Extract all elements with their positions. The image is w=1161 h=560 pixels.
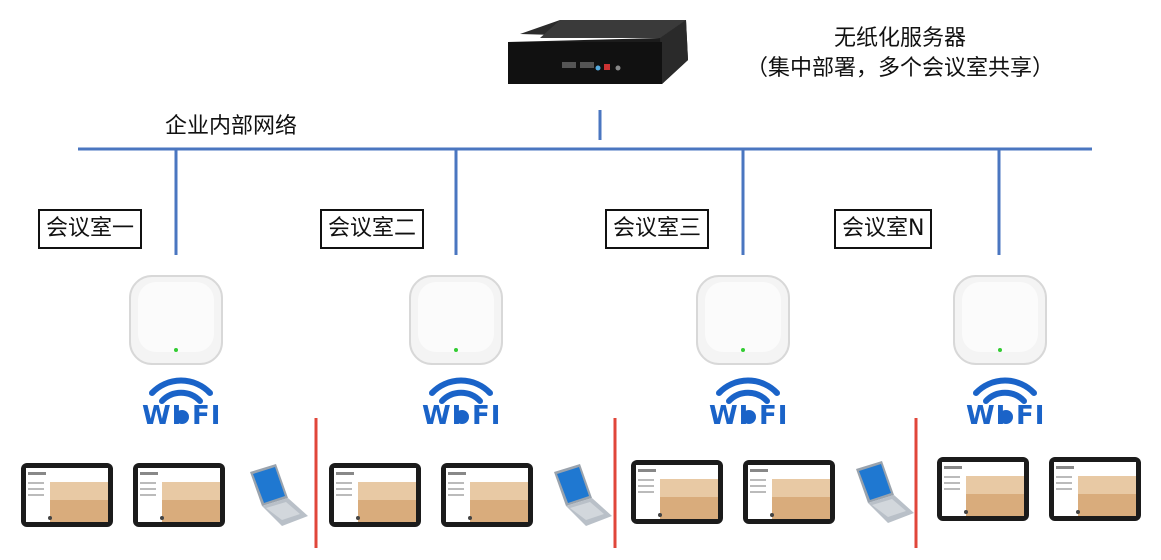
access-point-icon <box>953 275 1047 365</box>
wifi-text-left: WI <box>709 401 750 431</box>
tablet-icon <box>21 463 113 527</box>
wifi-text-right: FI <box>472 401 502 431</box>
access-point-icon <box>696 275 790 365</box>
room-label-4: 会议室N <box>834 209 933 249</box>
wifi-text-right: FI <box>192 401 222 431</box>
laptop-icon <box>856 461 914 523</box>
wifi-text-right: FI <box>759 401 789 431</box>
tablet-icon <box>329 463 421 527</box>
wifi-logo-icon: WI FI <box>960 375 1050 431</box>
access-point-icon <box>129 275 223 365</box>
server-title-line1: 无纸化服务器 <box>833 26 966 51</box>
wifi-text-left: WI <box>966 401 1007 431</box>
room-label-1: 会议室一 <box>38 209 143 249</box>
tablet-icon <box>1049 457 1141 521</box>
tablet-icon <box>441 463 533 527</box>
network-label: 企业内部网络 <box>165 114 298 139</box>
wifi-text-left: WI <box>142 401 183 431</box>
wifi-text-left: WI <box>422 401 463 431</box>
wifi-text-right: FI <box>1016 401 1046 431</box>
wifi-logo-icon: WI FI <box>416 375 506 431</box>
access-point-icon <box>409 275 503 365</box>
room-label-2: 会议室二 <box>320 209 425 249</box>
laptop-icon <box>250 464 308 526</box>
server-icon <box>508 20 688 84</box>
tablet-icon <box>631 460 723 524</box>
server-title: 无纸化服务器 （集中部署，多个会议室共享） <box>720 24 1080 84</box>
wifi-logo-icon: WI FI <box>703 375 793 431</box>
room-label-3: 会议室三 <box>605 209 710 249</box>
wifi-logo-icon: WI FI <box>136 375 226 431</box>
tablet-icon <box>743 460 835 524</box>
tablet-icon <box>937 457 1029 521</box>
laptop-icon <box>554 464 612 526</box>
server-title-line2: （集中部署，多个会议室共享） <box>745 56 1054 81</box>
tablet-icon <box>133 463 225 527</box>
